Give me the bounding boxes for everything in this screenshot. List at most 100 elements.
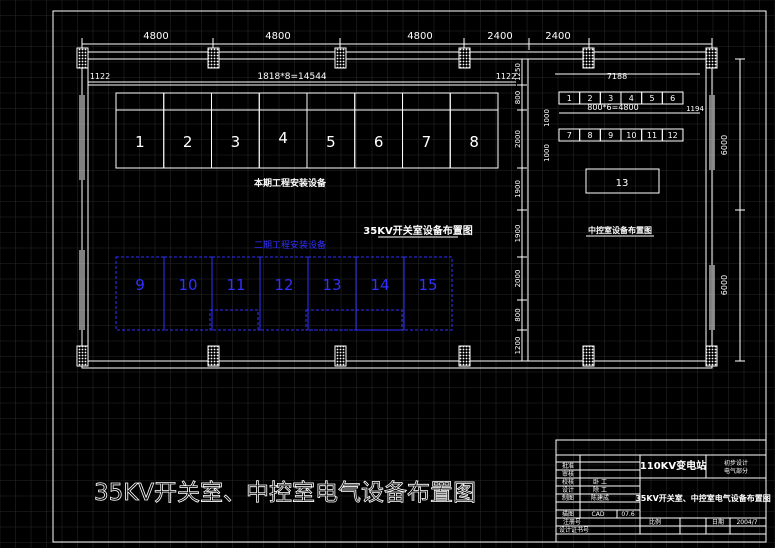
control-panel-label: 3 bbox=[608, 94, 613, 103]
phase2-label: 二期工程安装设备 bbox=[254, 239, 326, 251]
control-panel-row2: 7 8 9 10 11 12 bbox=[558, 128, 684, 142]
control-section-label: 中控室设备布置图 bbox=[588, 225, 652, 235]
control-panel-label: 12 bbox=[668, 131, 678, 140]
control-panel bbox=[661, 128, 684, 142]
control-panel-label: 8 bbox=[587, 131, 592, 140]
vdim-label: 1250 bbox=[514, 63, 522, 81]
tb-row-label-3: 设计 bbox=[562, 486, 574, 494]
dim-control-row: 800*6=4800 bbox=[587, 103, 638, 112]
tb-date: 2004/7 bbox=[736, 519, 757, 526]
vdim-label: 1200 bbox=[514, 337, 522, 355]
drawing-border bbox=[52, 10, 767, 543]
dim-top-3: 4800 bbox=[407, 31, 432, 42]
tb-row-label-4: 制图 bbox=[562, 494, 574, 502]
tb-row-label-5: 描图 bbox=[562, 510, 574, 518]
phase1-cabinet-label: 4 bbox=[278, 129, 288, 147]
dim-control-row1-h: 1000 bbox=[543, 109, 551, 127]
dim-right-top: 6000 bbox=[720, 135, 729, 155]
dim-top-2: 4800 bbox=[265, 31, 290, 42]
phase2-cabinet-row: 9 10 11 12 13 14 15 bbox=[115, 256, 453, 331]
title-block bbox=[555, 439, 767, 543]
phase2-cabinet-label: 11 bbox=[226, 276, 245, 294]
phase2-cabinet-label: 10 bbox=[178, 276, 197, 294]
window-marks bbox=[79, 95, 715, 330]
tb-row-value-5: CAD bbox=[592, 511, 605, 518]
vdim-label: 800 bbox=[514, 91, 522, 104]
control-panel bbox=[661, 91, 684, 105]
phase2-cabinet-label: 12 bbox=[274, 276, 293, 294]
tb-cad-version: 07.6 bbox=[621, 511, 635, 518]
phase1-cabinet-label: 2 bbox=[183, 133, 193, 151]
dim-control-width: 7188 bbox=[607, 72, 627, 81]
dim-row-total: 1818*8=14544 bbox=[257, 72, 327, 82]
tb-subject: 电气部分 bbox=[724, 467, 748, 475]
dim-top-4: 2400 bbox=[487, 31, 512, 42]
phase2-cabinet-label: 15 bbox=[418, 276, 437, 294]
tb-project: 110KV变电站 bbox=[640, 459, 706, 472]
top-dimension-chain: 4800 4800 4800 2400 2400 bbox=[81, 31, 713, 50]
tb-stage: 初步设计 bbox=[724, 459, 748, 467]
phase2-cabinet-label: 9 bbox=[135, 276, 145, 294]
control-panel-label: 4 bbox=[629, 94, 634, 103]
control-panel-label: 1 bbox=[567, 94, 572, 103]
drawing-title: 35KV开关室、中控室电气设备布置图 bbox=[94, 480, 476, 506]
control-panel-label: 9 bbox=[608, 131, 613, 140]
control-panel-label: 5 bbox=[649, 94, 654, 103]
control-console-label: 13 bbox=[616, 178, 629, 189]
switchgear-section-label: 35KV开关室设备布置图 bbox=[363, 224, 472, 237]
control-panel-label: 10 bbox=[626, 131, 636, 140]
margin-dimensions: 1122 1122 1818*8=14544 bbox=[88, 72, 516, 83]
control-panel-label: 11 bbox=[647, 131, 657, 140]
control-panel-label: 7 bbox=[567, 131, 572, 140]
tb-row-label-0: 批准 bbox=[562, 462, 574, 470]
structural-columns bbox=[76, 47, 718, 367]
tb-check-label: 设计证书号 bbox=[559, 526, 589, 534]
dim-right-margin: 1122 bbox=[496, 72, 516, 81]
phase2-cabinet-label: 13 bbox=[322, 276, 341, 294]
tb-date-label: 日期 bbox=[712, 518, 724, 526]
vdim-label: 2000 bbox=[514, 130, 522, 148]
phase1-cabinet-label: 8 bbox=[469, 133, 479, 151]
vdim-label: 800 bbox=[514, 308, 522, 321]
phase2-cabinet-label: 14 bbox=[370, 276, 389, 294]
phase1-cabinet-label: 1 bbox=[135, 133, 145, 151]
control-panel-label: 2 bbox=[587, 94, 592, 103]
phase2-cabinet-base bbox=[209, 309, 259, 331]
phase2-cabinet bbox=[163, 256, 213, 331]
dim-top-5: 2400 bbox=[545, 31, 570, 42]
control-panel-label: 6 bbox=[670, 94, 675, 103]
dim-right-bottom: 6000 bbox=[720, 275, 729, 295]
right-total-dimensions: 6000 6000 bbox=[720, 58, 745, 362]
tb-row-value-4: 陈建成 bbox=[591, 494, 609, 502]
dim-left-margin: 1122 bbox=[90, 72, 110, 81]
tb-row-value-2: 卧 工 bbox=[593, 478, 607, 486]
phase1-cabinet-label: 6 bbox=[374, 133, 384, 151]
phase1-cabinet-top bbox=[449, 92, 499, 111]
phase2-cabinet bbox=[115, 256, 165, 331]
tb-row-label-2: 校核 bbox=[562, 478, 574, 486]
phase1-cabinet-label: 3 bbox=[231, 133, 241, 151]
dim-control-side: 1194 bbox=[686, 105, 704, 113]
tb-approve-label: 注册号 bbox=[563, 518, 581, 526]
control-console bbox=[585, 168, 660, 194]
tb-ratio-label: 比例 bbox=[649, 518, 661, 526]
phase1-label: 本期工程安装设备 bbox=[254, 177, 327, 189]
vdim-label: 1900 bbox=[514, 225, 522, 243]
phase1-cabinet-row: 1 2 3 4 5 6 7 8 bbox=[115, 92, 499, 169]
phase1-cabinet-label: 7 bbox=[422, 133, 432, 151]
phase2-cabinet bbox=[403, 256, 453, 331]
dim-top-1: 4800 bbox=[143, 31, 168, 42]
title-block-text: 110KV变电站 初步设计 电气部分 35KV开关室、中控室电气设备布置图 批准… bbox=[559, 459, 771, 534]
phase2-cabinet bbox=[259, 256, 309, 331]
tb-drawing-name: 35KV开关室、中控室电气设备布置图 bbox=[635, 493, 771, 503]
tb-row-value-3: 除 工 bbox=[593, 486, 607, 494]
phase2-cabinet-base bbox=[305, 309, 403, 331]
dim-control-row2-h: 1000 bbox=[543, 144, 551, 162]
vdim-label: 2000 bbox=[514, 270, 522, 288]
control-panel-row1: 1 2 3 4 5 6 bbox=[558, 91, 684, 105]
phase1-cabinet-label: 5 bbox=[326, 133, 336, 151]
